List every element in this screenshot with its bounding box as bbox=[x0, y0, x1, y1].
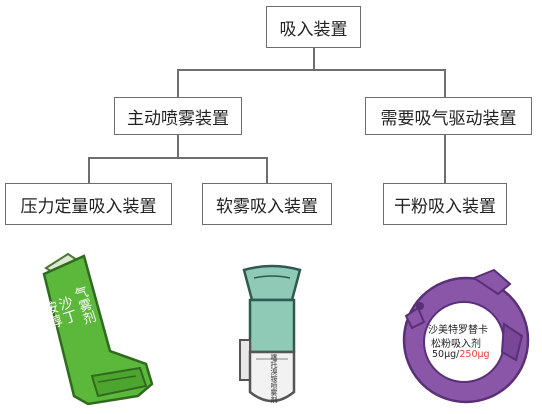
dpi-dose-a: 50μg/ bbox=[432, 349, 460, 360]
soft-mist-label: 噻托溴铵喷雾剂 bbox=[270, 354, 278, 403]
connector-to-pmdi bbox=[88, 157, 90, 184]
node-dry-powder-inhaler: 干粉吸入装置 bbox=[383, 183, 507, 225]
connector-to-active-spray bbox=[177, 69, 179, 98]
dpi-dose: 50μg/250μg bbox=[432, 349, 490, 360]
node-breath-actuated-device: 需要吸气驱动装置 bbox=[365, 97, 532, 135]
connector-active-spray-down bbox=[177, 134, 179, 158]
dpi-name-line2: 松粉吸入剂 bbox=[431, 339, 481, 350]
node-inhalation-device: 吸入装置 bbox=[266, 6, 361, 48]
dpi-name-line1: 沙美特罗替卡 bbox=[428, 325, 488, 336]
connector-breath-actuated-down bbox=[444, 134, 446, 184]
connector-level2-bar bbox=[88, 157, 267, 159]
soft-mist-illustration: 噻托溴铵喷雾剂 bbox=[232, 262, 312, 412]
dpi-illustration: 沙美特罗替卡 松粉吸入剂 50μg/250μg bbox=[398, 260, 536, 410]
dpi-dose-b: 250μg bbox=[459, 349, 490, 360]
connector-to-soft-mist bbox=[266, 157, 268, 184]
connector-root-down bbox=[313, 47, 315, 69]
node-pressurized-mdi: 压力定量吸入装置 bbox=[5, 183, 172, 225]
connector-to-breath-actuated bbox=[444, 69, 446, 98]
node-active-spray-device: 主动喷雾装置 bbox=[114, 97, 242, 135]
pmdi-illustration: 沙丁 胺醇 气雾剂 bbox=[28, 246, 168, 411]
node-soft-mist-inhaler: 软雾吸入装置 bbox=[202, 183, 332, 225]
connector-level1-bar bbox=[177, 69, 445, 71]
